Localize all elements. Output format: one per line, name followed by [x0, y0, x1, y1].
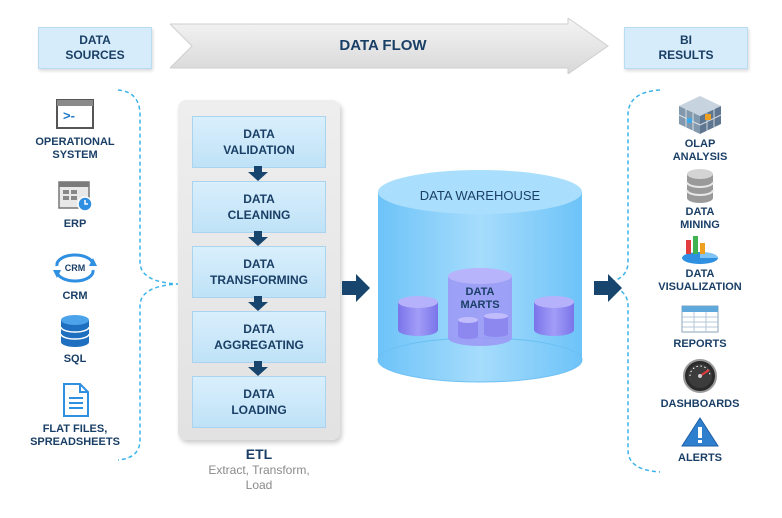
data-marts-line: MARTS: [460, 299, 500, 311]
result-olap-analysis: OLAP ANALYSIS: [640, 94, 760, 164]
down-arrow-icon: [248, 296, 268, 311]
source-erp: ERP: [15, 180, 135, 231]
data-sources-header-line1: DATA: [79, 33, 111, 47]
data-marts-label: DATA MARTS: [440, 286, 520, 312]
olap-cube-icon: [678, 96, 722, 134]
result-label: DATA: [685, 206, 715, 218]
dashboard-gauge-icon: [683, 359, 717, 393]
erp-icon: [58, 181, 93, 212]
right-arrow-icon: [342, 274, 370, 302]
source-label: OPERATIONAL: [35, 136, 115, 148]
source-label: SPREADSHEETS: [30, 436, 120, 448]
terminal-icon: >-: [56, 99, 94, 129]
etl-step-label: CLEANING: [227, 208, 291, 222]
data-mining-icon: [686, 169, 714, 203]
source-flat-files: FLAT FILES, SPREADSHEETS: [15, 382, 135, 449]
svg-text:>-: >-: [63, 108, 75, 123]
result-alerts: ALERTS: [640, 416, 760, 465]
down-arrow-icon: [248, 231, 268, 246]
source-label: SQL: [63, 353, 87, 365]
etl-subtitle: Extract, Transform, Load: [178, 463, 340, 493]
source-operational-system: >- OPERATIONAL SYSTEM: [15, 98, 135, 162]
etl-subtitle-line: Load: [245, 478, 273, 492]
result-data-visualization: DATA VISUALIZATION: [640, 234, 760, 294]
result-label: ALERTS: [678, 452, 722, 464]
etl-step-label: AGGREGATING: [214, 338, 304, 352]
etl-step-label: VALIDATION: [223, 143, 295, 157]
crm-icon-text: CRM: [65, 263, 86, 273]
result-label: DATA: [685, 268, 715, 280]
result-label: ANALYSIS: [672, 151, 728, 163]
etl-step-transforming: DATA TRANSFORMING: [192, 246, 326, 298]
crm-icon: CRM: [53, 253, 97, 283]
source-sql: SQL: [15, 314, 135, 366]
etl-title: ETL: [245, 446, 273, 462]
down-arrow-icon: [248, 166, 268, 181]
result-dashboards: DASHBOARDS: [640, 358, 760, 411]
bi-results-header-line2: RESULTS: [658, 48, 714, 62]
result-label: REPORTS: [673, 338, 727, 350]
down-arrow-icon: [248, 361, 268, 376]
etl-step-label: DATA: [243, 257, 275, 271]
etl-step-loading: DATA LOADING: [192, 376, 326, 428]
etl-step-label: TRANSFORMING: [210, 273, 308, 287]
data-sources-header: DATA SOURCES: [38, 27, 152, 69]
data-marts-line: DATA: [465, 286, 495, 298]
etl-step-cleaning: DATA CLEANING: [192, 181, 326, 233]
etl-step-label: DATA: [243, 322, 275, 336]
etl-step-label: LOADING: [231, 403, 287, 417]
data-warehouse-cylinder: [377, 170, 583, 383]
source-crm: CRM CRM: [15, 252, 135, 303]
reports-icon: [681, 305, 719, 333]
data-warehouse-title: DATA WAREHOUSE: [419, 188, 541, 203]
data-flow-arrow: [170, 18, 609, 74]
result-reports: REPORTS: [640, 304, 760, 351]
result-label: OLAP: [684, 138, 716, 150]
document-icon: [63, 383, 89, 417]
result-label: DASHBOARDS: [660, 398, 740, 410]
source-label: FLAT FILES,: [42, 423, 108, 435]
etl-subtitle-line: Extract, Transform,: [208, 463, 310, 477]
result-label: VISUALIZATION: [658, 281, 742, 293]
result-data-mining: DATA MINING: [640, 168, 760, 232]
etl-step-label: DATA: [243, 127, 275, 141]
data-flow-label: DATA FLOW: [339, 37, 427, 54]
alert-icon: [681, 417, 719, 447]
result-label: MINING: [680, 219, 720, 231]
bi-results-header-line1: BI: [680, 33, 692, 47]
bi-results-header: BI RESULTS: [624, 27, 748, 69]
etl-step-validation: DATA VALIDATION: [192, 116, 326, 168]
visualization-icon: [682, 236, 718, 264]
source-label: ERP: [63, 218, 87, 230]
database-icon: [60, 315, 90, 347]
source-label: CRM: [62, 290, 88, 302]
data-sources-header-line2: SOURCES: [65, 48, 125, 62]
source-label: SYSTEM: [52, 149, 98, 161]
etl-step-label: DATA: [243, 387, 275, 401]
right-arrow-icon: [594, 274, 622, 302]
etl-step-label: DATA: [243, 192, 275, 206]
